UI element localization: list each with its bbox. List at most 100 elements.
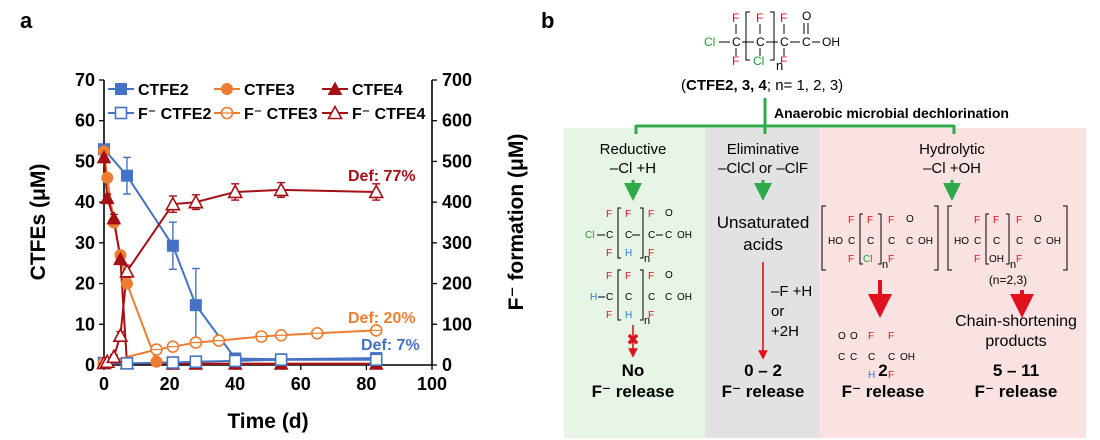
svg-text:F: F	[888, 370, 894, 381]
svg-text:Cl: Cl	[753, 54, 764, 68]
svg-text:O: O	[906, 214, 914, 225]
svg-text:C: C	[1016, 236, 1023, 247]
data-point-1	[120, 277, 133, 290]
svg-text:C: C	[867, 236, 874, 247]
hydrolytic-box	[819, 128, 1086, 438]
y-right-tick-label: 200	[442, 274, 472, 294]
svg-text:F: F	[974, 254, 980, 265]
svg-text:F: F	[625, 209, 631, 220]
svg-text:n: n	[1010, 259, 1016, 271]
svg-text:H: H	[625, 248, 632, 259]
svg-text:C: C	[888, 352, 895, 363]
eliminative-box	[705, 128, 819, 438]
data-point-1	[101, 171, 114, 184]
svg-text:C: C	[665, 292, 672, 303]
svg-text:F: F	[974, 215, 980, 226]
svg-text:C: C	[838, 352, 845, 363]
blocked-mark-icon: ✖	[626, 332, 639, 349]
svg-text:n: n	[882, 259, 888, 271]
svg-text:C: C	[756, 35, 765, 49]
y-right-tick-label: 700	[442, 70, 472, 90]
svg-text:C: C	[606, 230, 613, 241]
hydrolytic-result-right-line1: 5 – 11	[993, 361, 1039, 380]
y-left-tick-label: 10	[75, 314, 95, 334]
svg-text:C: C	[606, 292, 613, 303]
svg-text:OH: OH	[918, 236, 933, 247]
data-point-3	[274, 353, 288, 367]
y-right-tick-label: 600	[442, 111, 472, 131]
x-tick-label: 60	[291, 374, 311, 394]
y-axis-left-title: CTFEs (μM)	[27, 164, 50, 281]
svg-text:C: C	[648, 230, 655, 241]
legend-marker	[115, 83, 127, 95]
data-point-3	[189, 355, 203, 369]
svg-text:F: F	[732, 11, 739, 25]
svg-text:C: C	[848, 236, 855, 247]
data-point-0	[120, 169, 133, 182]
y-right-tick-label: 100	[442, 314, 472, 334]
data-point-5	[187, 193, 204, 209]
x-tick-label: 20	[160, 374, 180, 394]
y-right-tick-label: 500	[442, 151, 472, 171]
reductive-result-line2: F⁻ release	[592, 382, 675, 401]
svg-text:O: O	[665, 270, 673, 281]
svg-text:C: C	[625, 292, 632, 303]
y-left-tick-label: 40	[75, 192, 95, 212]
svg-text:C: C	[868, 352, 875, 363]
svg-text:F: F	[648, 310, 654, 321]
svg-text:C: C	[780, 35, 789, 49]
reductive-structure-1: Cl C F F C F H n C F F C O OH	[585, 207, 692, 265]
reductive-title: Reductive	[600, 141, 667, 158]
svg-text:F: F	[993, 215, 999, 226]
hydrolytic-result-left-line1: 2	[878, 361, 887, 380]
svg-text:C: C	[906, 236, 913, 247]
svg-text:O: O	[850, 331, 858, 342]
data-point-2	[99, 190, 115, 205]
data-point-2	[113, 251, 128, 266]
svg-text:F: F	[648, 248, 654, 259]
panel-label-b: b	[541, 8, 554, 33]
data-point-3	[166, 356, 180, 369]
svg-text:F: F	[868, 331, 874, 342]
data-point-5	[105, 348, 122, 364]
legend-label: CTFE2	[138, 82, 189, 99]
svg-text:C: C	[802, 35, 811, 49]
hydrolytic-title: Hydrolytic	[919, 141, 985, 158]
svg-text:O: O	[802, 9, 811, 23]
ctfe-compound-label: (CTFE2, 3, 4; n= 1, 2, 3)	[681, 77, 843, 94]
svg-text:F: F	[1016, 254, 1022, 265]
eliminative-subtitle: –ClCl or –ClF	[718, 160, 808, 177]
hydrolytic-n-note: (n=2,3)	[989, 273, 1027, 287]
y-right-tick-label: 0	[442, 355, 452, 375]
svg-text:H: H	[625, 310, 632, 321]
svg-text:n: n	[644, 253, 650, 265]
data-point-5	[368, 183, 385, 199]
svg-text:F: F	[625, 271, 631, 282]
svg-text:HO: HO	[828, 236, 843, 247]
data-point-3	[228, 354, 242, 368]
svg-text:Cl: Cl	[704, 35, 715, 49]
svg-text:F: F	[732, 54, 739, 68]
x-tick-label: 80	[356, 374, 376, 394]
annotation-def-ctfe2: Def: 7%	[361, 337, 420, 354]
svg-text:O: O	[665, 208, 673, 219]
x-tick-label: 0	[99, 374, 109, 394]
svg-text:O: O	[838, 331, 846, 342]
svg-text:C: C	[648, 292, 655, 303]
y-right-tick-label: 300	[442, 233, 472, 253]
reductive-subtitle: –Cl +H	[610, 160, 656, 177]
legend-label: F⁻ CTFE3	[244, 106, 317, 123]
svg-text:C: C	[625, 230, 632, 241]
y-left-tick-label: 70	[75, 70, 95, 90]
svg-text:F: F	[848, 254, 854, 265]
data-point-0	[166, 239, 179, 252]
hydrolytic-result-left-line2: F⁻ release	[842, 382, 925, 401]
svg-text:F: F	[606, 209, 612, 220]
ctfe-structure-top: Cl C F F C F Cl n C F F C O	[704, 9, 840, 73]
svg-text:F: F	[606, 248, 612, 259]
eliminative-product-line1: Unsaturated	[717, 213, 810, 232]
annotation-def-ctfe4: Def: 77%	[348, 168, 416, 185]
y-left-tick-label: 60	[75, 111, 95, 131]
